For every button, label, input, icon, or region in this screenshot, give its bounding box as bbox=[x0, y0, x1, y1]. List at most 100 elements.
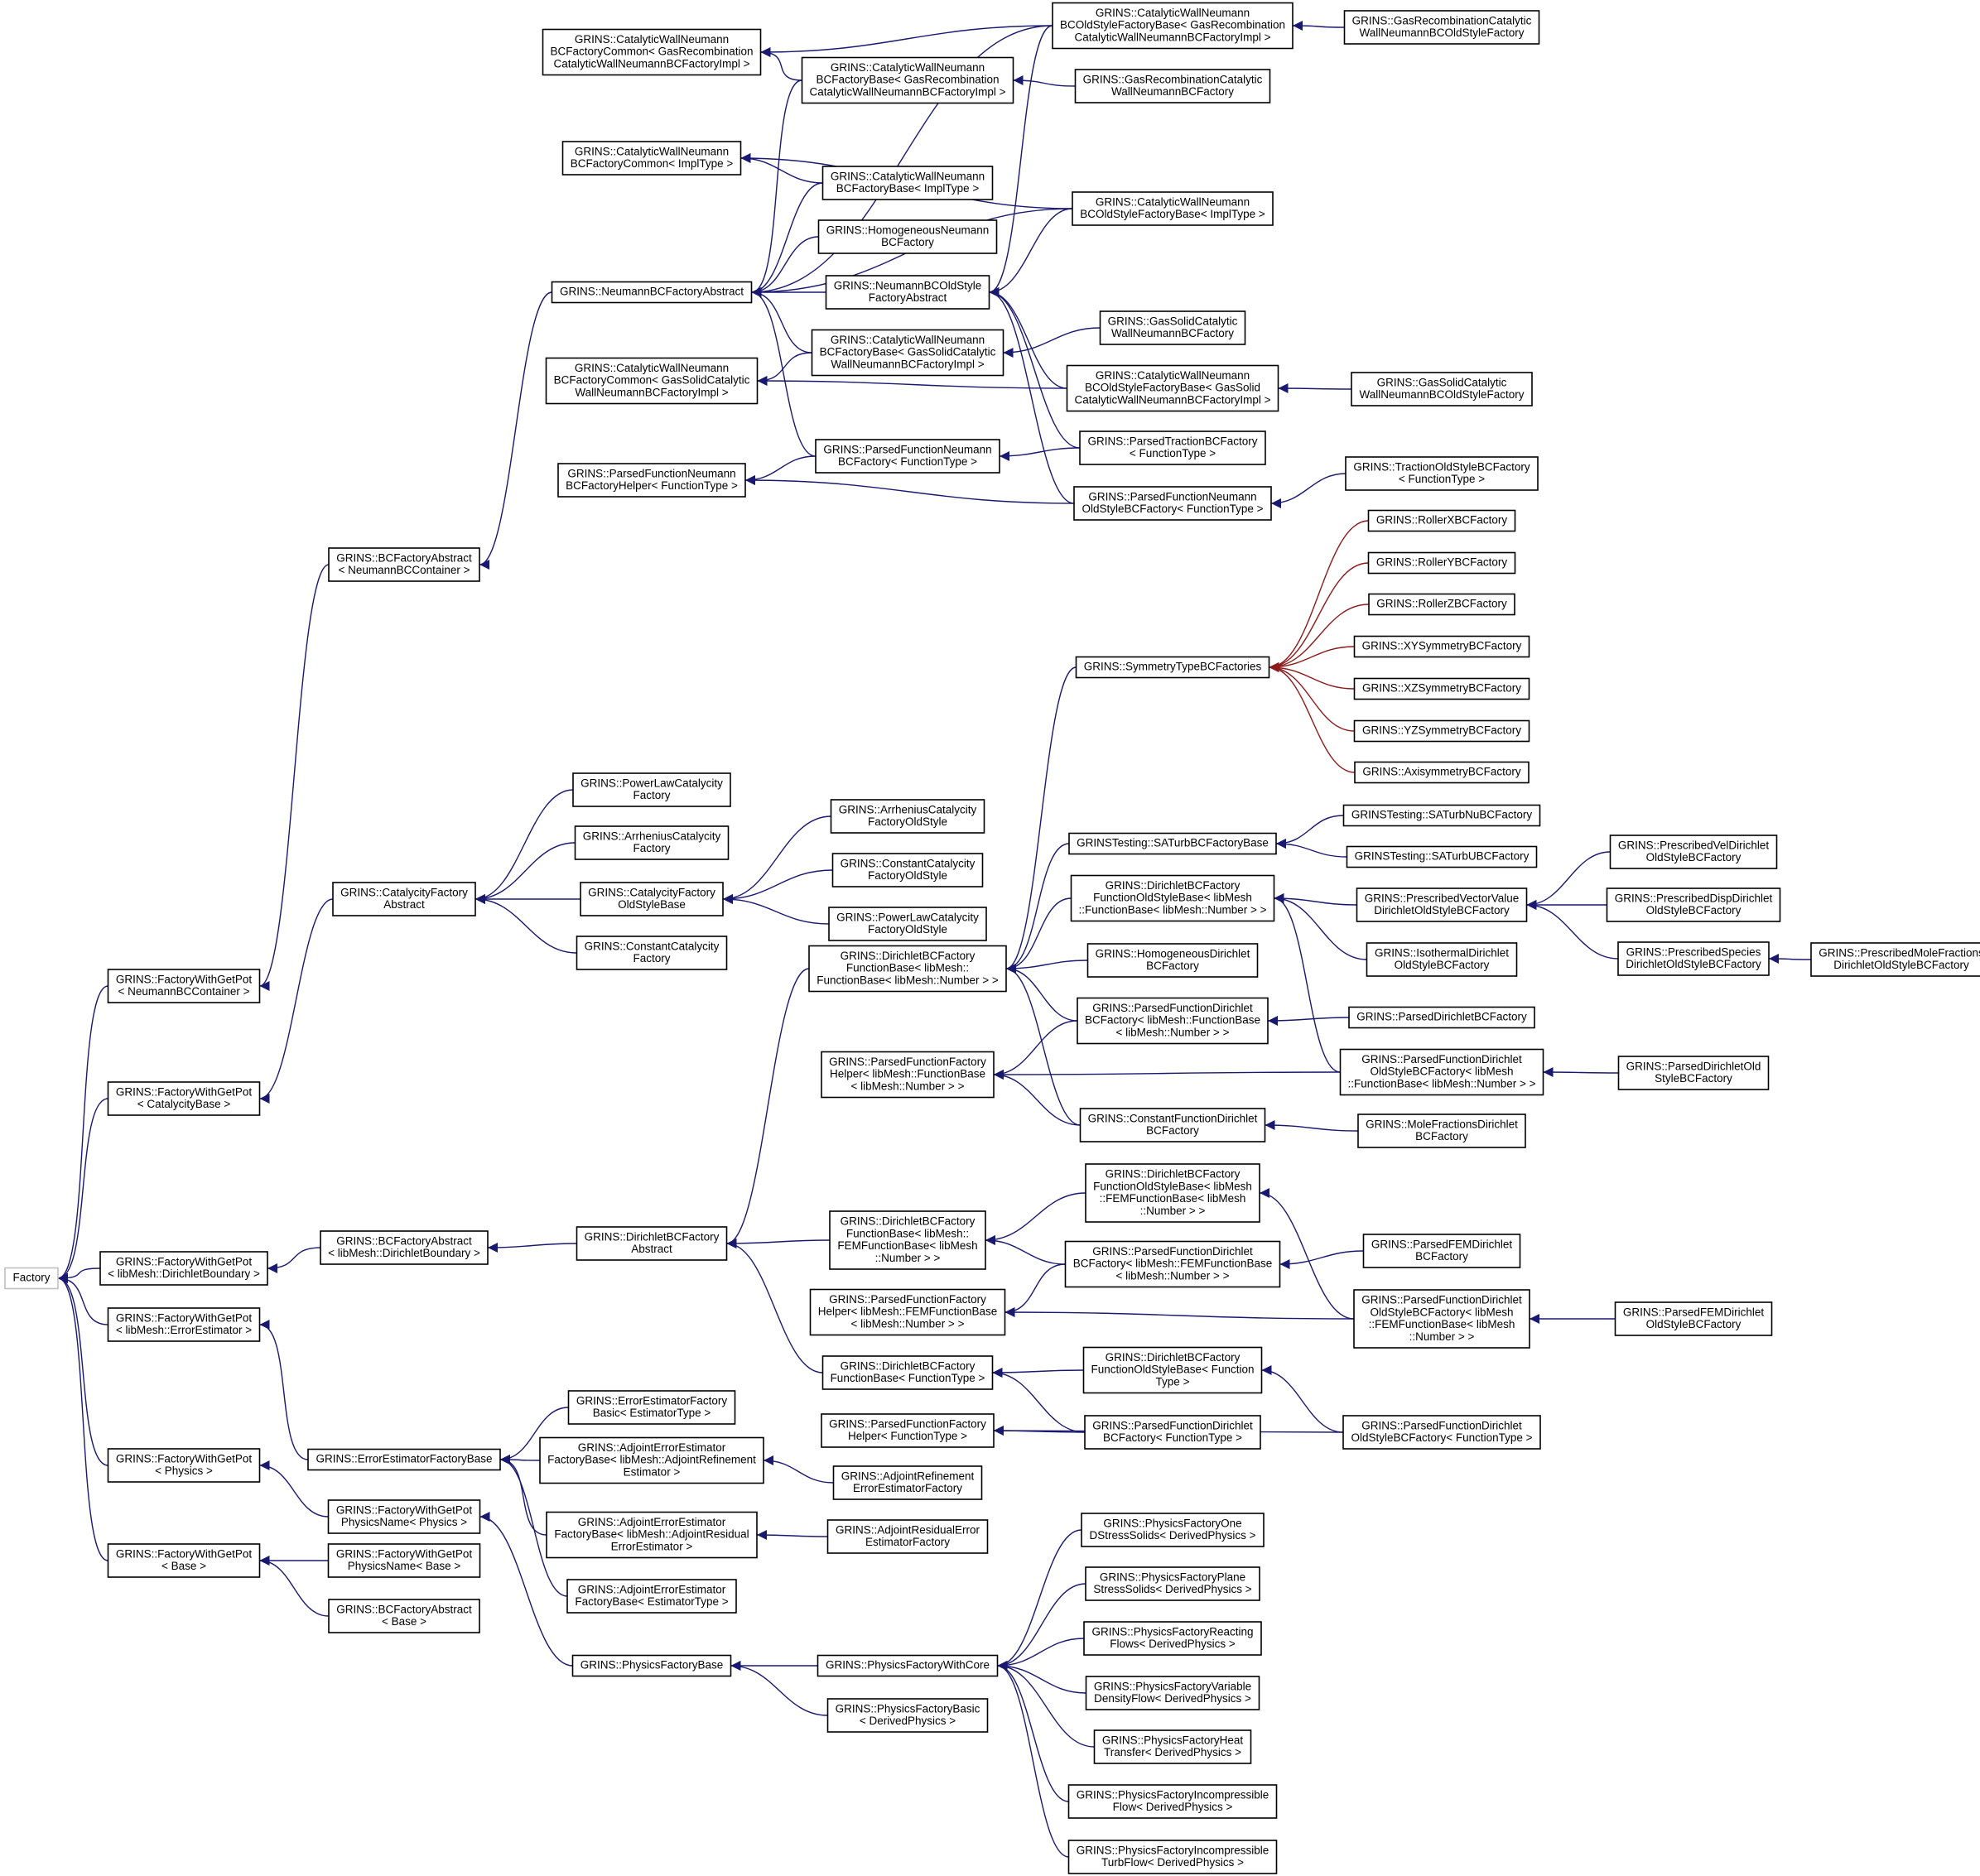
class-node-PFDBCFactory_FunctionType[interactable]: GRINS::ParsedFunctionDirichletBCFactory<… bbox=[1084, 1415, 1261, 1450]
class-node-FWG_Base[interactable]: GRINS::FactoryWithGetPot< Base > bbox=[107, 1543, 261, 1578]
class-node-CWNBase_GasRec[interactable]: GRINS::CatalyticWallNeumannBCFactoryBase… bbox=[801, 56, 1014, 104]
class-node-CWNCommon_GasRec[interactable]: GRINS::CatalyticWallNeumannBCFactoryComm… bbox=[542, 28, 762, 76]
class-node-RollerYBCFactory[interactable]: GRINS::RollerYBCFactory bbox=[1367, 551, 1516, 575]
class-node-GasRecCWNBCFactory[interactable]: GRINS::GasRecombinationCatalyticWallNeum… bbox=[1074, 69, 1271, 103]
class-node-CWNBase_GasSolid[interactable]: GRINS::CatalyticWallNeumannBCFactoryBase… bbox=[811, 329, 1004, 377]
class-node-GasSolidCWNOldStyleFactory[interactable]: GRINS::GasSolidCatalyticWallNeumannBCOld… bbox=[1351, 372, 1533, 406]
class-node-RollerXBCFactory[interactable]: GRINS::RollerXBCFactory bbox=[1367, 509, 1516, 532]
class-node-PFDOld_FunctionType[interactable]: GRINS::ParsedFunctionDirichletOldStyleBC… bbox=[1342, 1415, 1541, 1450]
class-node-XZSymmetryBCFactory[interactable]: GRINS::XZSymmetryBCFactory bbox=[1353, 677, 1530, 700]
class-node-FWG_Catalycity[interactable]: GRINS::FactoryWithGetPot< CatalycityBase… bbox=[107, 1081, 261, 1116]
class-node-FWG_Dirichlet[interactable]: GRINS::FactoryWithGetPot< libMesh::Diric… bbox=[99, 1251, 268, 1286]
class-node-PrescribedVectorValueDirichlet[interactable]: GRINS::PrescribedVectorValueDirichletOld… bbox=[1356, 887, 1528, 922]
class-node-PFNHelper[interactable]: GRINS::ParsedFunctionNeumannBCFactoryHel… bbox=[557, 463, 746, 498]
class-node-PFDOld_FEM[interactable]: GRINS::ParsedFunctionDirichletOldStyleBC… bbox=[1353, 1289, 1530, 1349]
class-node-XYSymmetryBCFactory[interactable]: GRINS::XYSymmetryBCFactory bbox=[1353, 635, 1530, 658]
class-node-RollerZBCFactory[interactable]: GRINS::RollerZBCFactory bbox=[1368, 593, 1515, 616]
class-name-line: GRINS::CatalyticWallNeumann bbox=[575, 362, 729, 374]
class-node-CWNCommon_Impl[interactable]: GRINS::CatalyticWallNeumannBCFactoryComm… bbox=[561, 141, 742, 176]
class-node-FWG_Neumann[interactable]: GRINS::FactoryWithGetPot< NeumannBCConta… bbox=[107, 969, 261, 1003]
class-node-DBCFOld_Number[interactable]: GRINS::DirichletBCFactoryFunctionOldStyl… bbox=[1070, 874, 1275, 922]
class-name-line: Factory bbox=[633, 842, 670, 854]
class-node-FWG_Physics[interactable]: GRINS::FactoryWithGetPot< Physics > bbox=[107, 1448, 261, 1483]
class-node-PFDOld_Number[interactable]: GRINS::ParsedFunctionDirichletOldStyleBC… bbox=[1339, 1048, 1544, 1096]
class-node-BCFA_Base[interactable]: GRINS::BCFactoryAbstract< Base > bbox=[328, 1599, 480, 1633]
class-node-SymmetryTypeBCFactories[interactable]: GRINS::SymmetryTypeBCFactories bbox=[1075, 656, 1270, 679]
class-node-AdjointRefinementErrorEstimatorFactory[interactable]: GRINS::AdjointRefinementErrorEstimatorFa… bbox=[832, 1465, 983, 1500]
class-node-AdjointResidualErrorEstimatorFactory[interactable]: GRINS::AdjointResidualErrorEstimatorFact… bbox=[826, 1519, 989, 1554]
class-node-PFIncompTurb[interactable]: GRINS::PhysicsFactoryIncompressibleTurbF… bbox=[1067, 1840, 1278, 1874]
class-node-PrescribedMoleFractionsDirichlet[interactable]: GRINS::PrescribedMoleFractionsDirichletO… bbox=[1810, 942, 1980, 977]
class-node-CWNCommon_GasSolid[interactable]: GRINS::CatalyticWallNeumannBCFactoryComm… bbox=[545, 357, 759, 405]
class-node-ArrheniusCatalycityFactoryOldStyle[interactable]: GRINS::ArrheniusCatalycityFactoryOldStyl… bbox=[830, 799, 985, 834]
class-node-YZSymmetryBCFactory[interactable]: GRINS::YZSymmetryBCFactory bbox=[1353, 719, 1530, 743]
class-node-ParsedDirichletBCFactory[interactable]: GRINS::ParsedDirichletBCFactory bbox=[1348, 1006, 1535, 1029]
class-node-AxisymmetryBCFactory[interactable]: GRINS::AxisymmetryBCFactory bbox=[1354, 761, 1530, 784]
class-node-DBCFOld_FunctionType[interactable]: GRINS::DirichletBCFactoryFunctionOldStyl… bbox=[1082, 1346, 1263, 1394]
class-node-GasRecCWNOldStyleFactory[interactable]: GRINS::GasRecombinationCatalyticWallNeum… bbox=[1343, 10, 1540, 45]
class-node-PrescribedDispDirichlet[interactable]: GRINS::PrescribedDispDirichletOldStyleBC… bbox=[1606, 887, 1781, 922]
class-node-SATurbBCFactoryBase[interactable]: GRINSTesting::SATurbBCFactoryBase bbox=[1068, 832, 1277, 855]
class-node-PhysicsFactoryBasic[interactable]: GRINS::PhysicsFactoryBasic< DerivedPhysi… bbox=[826, 1698, 989, 1733]
class-node-CWNOldBase_Impl[interactable]: GRINS::CatalyticWallNeumannBCOldStyleFac… bbox=[1072, 191, 1274, 226]
class-node-ParsedFEMDirichletOldStyleBCFactory[interactable]: GRINS::ParsedFEMDirichletOldStyleBCFacto… bbox=[1614, 1301, 1773, 1336]
class-node-SATurbUBCFactory[interactable]: GRINSTesting::SATurbUBCFactory bbox=[1346, 845, 1538, 868]
class-node-PrescribedSpeciesDirichlet[interactable]: GRINS::PrescribedSpeciesDirichletOldStyl… bbox=[1617, 941, 1770, 976]
class-node-PhysicsFactoryWithCore[interactable]: GRINS::PhysicsFactoryWithCore bbox=[817, 1654, 999, 1677]
class-node-PFIncompFlow[interactable]: GRINS::PhysicsFactoryIncompressibleFlow<… bbox=[1067, 1784, 1278, 1819]
class-node-PFDBCFactory_Number[interactable]: GRINS::ParsedFunctionDirichletBCFactory<… bbox=[1077, 997, 1269, 1045]
class-node-BCFA_Neumann[interactable]: GRINS::BCFactoryAbstract< NeumannBCConta… bbox=[328, 547, 480, 582]
class-node-IsothermalDirichletOldStyle[interactable]: GRINS::IsothermalDirichletOldStyleBCFact… bbox=[1366, 942, 1518, 977]
class-node-SATurbNuBCFactory[interactable]: GRINSTesting::SATurbNuBCFactory bbox=[1342, 804, 1541, 827]
class-node-DBCFOld_FEM[interactable]: GRINS::DirichletBCFactoryFunctionOldStyl… bbox=[1085, 1163, 1260, 1223]
class-node-ConstantFunctionDirichletBCFactory[interactable]: GRINS::ConstantFunctionDirichletBCFactor… bbox=[1079, 1108, 1266, 1142]
class-node-PrescribedVelDirichlet[interactable]: GRINS::PrescribedVelDirichletOldStyleBCF… bbox=[1609, 835, 1778, 869]
class-node-AEEFB_Residual[interactable]: GRINS::AdjointErrorEstimatorFactoryBase<… bbox=[546, 1511, 758, 1559]
class-node-AEEFB_Estimator[interactable]: GRINS::AdjointErrorEstimatorFactoryBase<… bbox=[566, 1579, 737, 1614]
class-node-Factory[interactable]: Factory bbox=[4, 1267, 59, 1290]
class-node-PFDBCFactory_FEM[interactable]: GRINS::ParsedFunctionDirichletBCFactory<… bbox=[1064, 1240, 1281, 1288]
class-node-GasSolidCWNBCFactory[interactable]: GRINS::GasSolidCatalyticWallNeumannBCFac… bbox=[1099, 310, 1246, 345]
class-node-PFNOldStyle[interactable]: GRINS::ParsedFunctionNeumannOldStyleBCFa… bbox=[1073, 486, 1272, 521]
class-node-BCFA_Dirichlet[interactable]: GRINS::BCFactoryAbstract< libMesh::Diric… bbox=[320, 1230, 489, 1265]
class-node-PFVariableDensity[interactable]: GRINS::PhysicsFactoryVariableDensityFlow… bbox=[1085, 1676, 1260, 1710]
class-node-FWG_ErrorEst[interactable]: GRINS::FactoryWithGetPot< libMesh::Error… bbox=[107, 1307, 261, 1342]
class-node-AEEFB_Refinement[interactable]: GRINS::AdjointErrorEstimatorFactoryBase<… bbox=[539, 1436, 764, 1484]
class-node-PFPlaneStress[interactable]: GRINS::PhysicsFactoryPlaneStressSolids< … bbox=[1085, 1566, 1260, 1601]
class-node-ErrorEstimatorFactoryBase[interactable]: GRINS::ErrorEstimatorFactoryBase bbox=[307, 1448, 501, 1471]
class-node-PhysicsFactoryBase[interactable]: GRINS::PhysicsFactoryBase bbox=[571, 1654, 732, 1677]
class-node-ParsedTractionBCFactory[interactable]: GRINS::ParsedTractionBCFactory< Function… bbox=[1079, 431, 1266, 465]
class-node-NeumannBCFactoryAbstract[interactable]: GRINS::NeumannBCFactoryAbstract bbox=[551, 281, 753, 304]
class-node-TractionOldStyleBCFactory[interactable]: GRINS::TractionOldStyleBCFactory< Functi… bbox=[1345, 456, 1539, 491]
class-node-CWNBase_Impl[interactable]: GRINS::CatalyticWallNeumannBCFactoryBase… bbox=[821, 166, 994, 200]
class-node-CWNOldBase_GasSolid[interactable]: GRINS::CatalyticWallNeumannBCOldStyleFac… bbox=[1066, 364, 1279, 412]
class-node-CWNOldBase_GasRec[interactable]: GRINS::CatalyticWallNeumannBCOldStyleFac… bbox=[1052, 2, 1294, 50]
